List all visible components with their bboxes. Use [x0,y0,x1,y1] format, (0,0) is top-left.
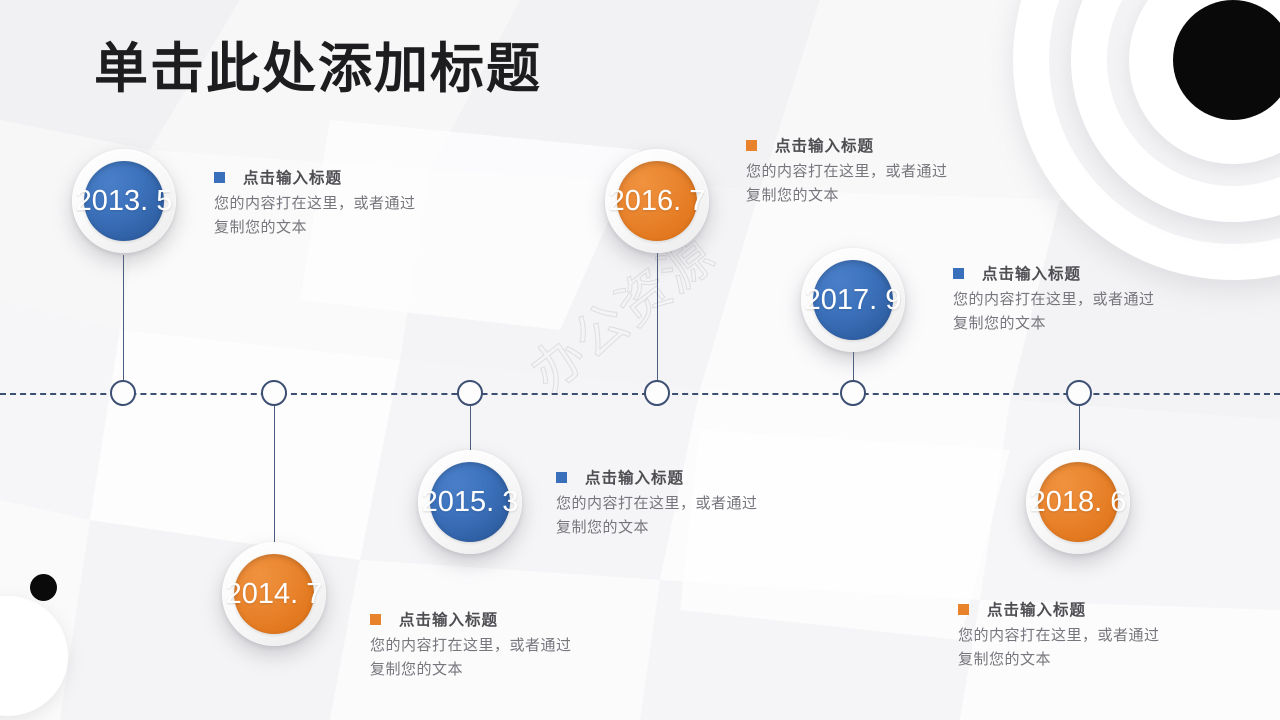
milestone-body-2017: 您的内容打在这里，或者通过复制您的文本 [953,290,1155,332]
timeline-dashed-line [0,393,1280,395]
milestone-year-2014: 2014. 7 [225,577,323,610]
milestone-bubble-2018[interactable]: 2018. 6 [1026,450,1130,554]
milestone-title-2015: 点击输入标题 [585,469,685,487]
bullet-square-icon [556,471,567,483]
timeline-node-4[interactable] [644,380,670,406]
milestone-title-2016: 点击输入标题 [775,137,875,155]
bullet-square-icon [958,603,969,615]
milestone-year-2017: 2017. 9 [804,283,902,316]
decorative-dot-bottom-left [30,574,57,601]
milestone-year-2018: 2018. 6 [1029,485,1127,518]
milestone-bubble-2014[interactable]: 2014. 7 [222,542,326,646]
milestone-bubble-2017[interactable]: 2017. 9 [801,248,905,352]
bubble-inner-2016: 2016. 7 [609,161,705,241]
milestone-body-2013: 您的内容打在这里，或者通过复制您的文本 [214,194,416,236]
milestone-title-2014: 点击输入标题 [399,611,499,629]
connector-2014 [274,404,275,554]
bullet-square-icon [746,139,757,151]
milestone-heading-2016: 点击输入标题 [746,134,961,156]
milestone-body-2018: 您的内容打在这里，或者通过复制您的文本 [958,626,1160,668]
milestone-heading-2014: 点击输入标题 [370,608,585,630]
timeline-node-2[interactable] [261,380,287,406]
milestone-body-2015: 您的内容打在这里，或者通过复制您的文本 [556,494,758,536]
milestone-heading-2017: 点击输入标题 [953,262,1168,284]
milestone-title-2017: 点击输入标题 [982,265,1082,283]
milestone-heading-2018: 点击输入标题 [958,598,1173,620]
connector-2018 [1079,404,1080,457]
milestone-year-2013: 2013. 5 [75,184,173,217]
bullet-square-icon [214,171,225,183]
milestone-title-2018: 点击输入标题 [987,601,1087,619]
milestone-bubble-2015[interactable]: 2015. 3 [418,450,522,554]
bubble-inner-2018: 2018. 6 [1030,462,1126,542]
milestone-text-2015: 点击输入标题 您的内容打在这里，或者通过复制您的文本 [556,466,771,539]
milestone-body-2014: 您的内容打在这里，或者通过复制您的文本 [370,636,572,678]
milestone-body-2016: 您的内容打在这里，或者通过复制您的文本 [746,162,948,204]
milestone-text-2017: 点击输入标题 您的内容打在这里，或者通过复制您的文本 [953,262,1168,335]
milestone-year-2016: 2016. 7 [608,184,706,217]
connector-2013 [123,255,124,383]
milestone-bubble-2013[interactable]: 2013. 5 [72,149,176,253]
connector-2016 [657,253,658,383]
bullet-square-icon [370,613,381,625]
bubble-inner-2015: 2015. 3 [422,462,518,542]
milestone-title-2013: 点击输入标题 [243,169,343,187]
milestone-text-2018: 点击输入标题 您的内容打在这里，或者通过复制您的文本 [958,598,1173,671]
timeline-node-6[interactable] [1066,380,1092,406]
page-title: 单击此处添加标题 [94,37,542,100]
milestone-text-2016: 点击输入标题 您的内容打在这里，或者通过复制您的文本 [746,134,961,207]
timeline-axis [0,380,1280,406]
milestone-heading-2013: 点击输入标题 [214,166,429,188]
connector-2017 [853,350,854,384]
milestone-year-2015: 2015. 3 [421,485,519,518]
timeline-node-3[interactable] [457,380,483,406]
milestone-heading-2015: 点击输入标题 [556,466,771,488]
timeline-node-5[interactable] [840,380,866,406]
timeline-node-1[interactable] [110,380,136,406]
milestone-text-2013: 点击输入标题 您的内容打在这里，或者通过复制您的文本 [214,166,429,239]
connector-2015 [470,404,471,458]
milestone-bubble-2016[interactable]: 2016. 7 [605,149,709,253]
milestone-text-2014: 点击输入标题 您的内容打在这里，或者通过复制您的文本 [370,608,585,681]
bubble-inner-2013: 2013. 5 [76,161,172,241]
bubble-inner-2017: 2017. 9 [805,260,901,340]
bubble-inner-2014: 2014. 7 [226,554,322,634]
bullet-square-icon [953,267,964,279]
